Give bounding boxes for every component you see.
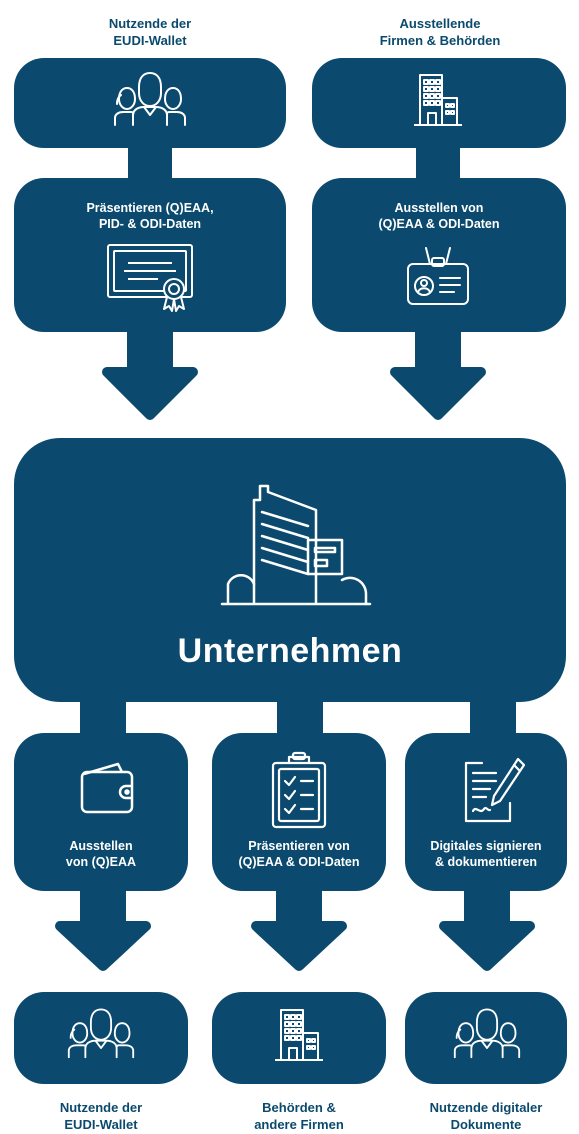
id-badge-icon: [407, 247, 469, 305]
bottom-middle-arrow-head: [251, 921, 347, 971]
issue-data-label: Ausstellen von (Q)EAA & ODI-Daten: [378, 201, 500, 231]
issue-qeaa-label: Ausstellen von (Q)EAA: [65, 839, 137, 869]
bottom-left-users-box: [14, 992, 188, 1084]
sign-document-box: [405, 733, 567, 891]
bottom-right-users-box: [405, 992, 567, 1084]
top-left-users-box: [14, 58, 286, 148]
top-left-arrow-shaft: [127, 330, 173, 374]
contract-sign-icon: [464, 757, 526, 823]
top-right-label: Ausstellende Firmen & Behörden: [379, 16, 501, 48]
center-title: Unternehmen: [177, 632, 403, 670]
bottom-right-label: Nutzende digitaler Dokumente: [429, 1100, 543, 1132]
bottom-middle-authorities-box: [212, 992, 386, 1084]
present-data-box: [14, 178, 286, 332]
top-left-label: Nutzende der EUDI-Wallet: [108, 16, 192, 48]
center-company-box: [14, 438, 566, 702]
top-left-arrow-head: [102, 367, 198, 420]
center-to-right-connector: [470, 695, 516, 740]
bottom-right-arrow-head: [439, 921, 535, 971]
sign-document-label: Digitales signieren & dokumentieren: [430, 839, 542, 869]
clipboard-checklist-icon: [271, 751, 327, 829]
bottom-left-arrow-head: [55, 921, 151, 971]
center-to-middle-connector: [277, 695, 323, 740]
bottom-left-label: Nutzende der EUDI-Wallet: [59, 1100, 143, 1132]
present-qeaa-box: [212, 733, 386, 891]
certificate-icon: [107, 244, 193, 312]
center-to-left-connector: [80, 695, 126, 740]
present-data-label: Präsentieren (Q)EAA, PID- & ODI-Daten: [86, 201, 214, 231]
issue-data-box: [312, 178, 566, 332]
corporate-building-icon: [220, 484, 372, 606]
top-right-arrow-shaft: [415, 330, 461, 374]
present-qeaa-label: Präsentieren von (Q)EAA & ODI-Daten: [238, 839, 360, 869]
wallet-icon: [80, 762, 134, 814]
top-right-arrow-head: [390, 367, 486, 420]
bottom-middle-label: Behörden & andere Firmen: [254, 1100, 344, 1132]
